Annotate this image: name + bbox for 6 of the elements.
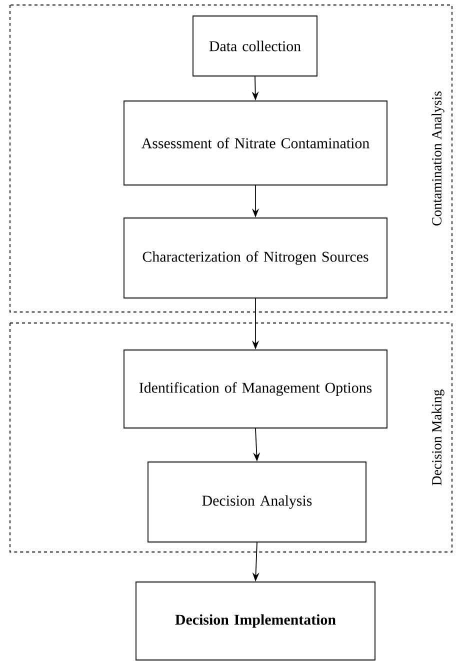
process-box: Data collection <box>192 16 318 76</box>
process-box: Decision Implementation <box>136 582 376 660</box>
process-box: Characterization of Nitrogen Sources <box>124 218 388 298</box>
process-box: Decision Analysis <box>148 462 366 542</box>
process-box: Identification of Management Options <box>124 350 388 428</box>
process-box: Assessment of Nitrate Contamination <box>124 100 388 186</box>
